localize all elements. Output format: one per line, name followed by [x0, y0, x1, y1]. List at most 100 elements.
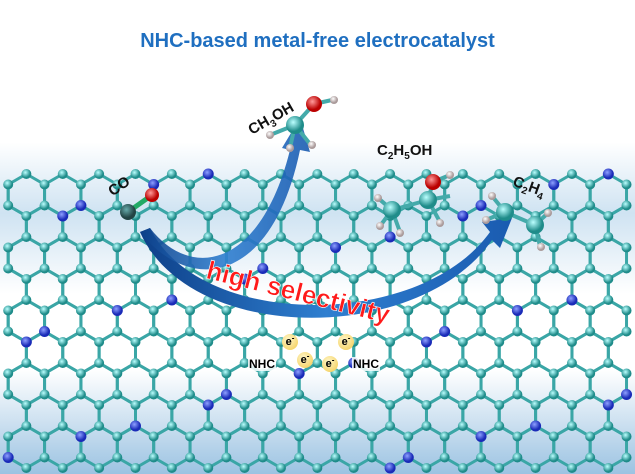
carbon-atom [239, 421, 250, 431]
carbon-atom [221, 431, 232, 442]
nitrogen-atom [602, 168, 614, 180]
carbon-atom [403, 389, 414, 400]
carbon-atom [439, 305, 450, 316]
carbon-atom [221, 368, 232, 379]
carbon-atom [548, 389, 559, 400]
ethanol-label: C2H5OH [377, 142, 433, 162]
carbon-atom [312, 232, 323, 242]
carbon-atom [185, 305, 196, 316]
carbon-atom [294, 326, 305, 337]
carbon-atom [3, 368, 14, 379]
carbon-atom [312, 211, 323, 221]
carbon-atom [3, 179, 14, 190]
carbon-atom [312, 400, 323, 410]
nitrogen-atom [457, 210, 469, 222]
carbon-atom [421, 400, 432, 410]
carbon-atom [275, 295, 286, 305]
carbon-atom [257, 389, 268, 400]
carbon-atom [330, 263, 341, 274]
nitrogen-atom [75, 431, 87, 442]
carbon-atom [585, 305, 596, 316]
carbon-atom [548, 368, 559, 379]
carbon-atom [566, 232, 577, 242]
carbon-atom [330, 200, 341, 211]
nitrogen-atom [2, 452, 14, 463]
carbon-atom [366, 368, 377, 379]
carbon-atom [330, 326, 341, 337]
carbon-atom [403, 305, 414, 316]
carbon-atom [148, 326, 159, 337]
carbon-atom [94, 463, 105, 473]
carbon-atom [94, 295, 105, 305]
carbon-atom [548, 305, 559, 316]
carbon-atom [312, 358, 323, 368]
carbon-atom [348, 274, 359, 284]
nitrogen-atom [20, 336, 32, 348]
carbon-atom [57, 295, 68, 305]
nitrogen-atom [384, 231, 396, 243]
carbon-atom [185, 326, 196, 337]
carbon-atom [494, 358, 505, 368]
carbon-atom [21, 421, 32, 431]
carbon-atom [385, 169, 396, 179]
carbon-atom [566, 358, 577, 368]
carbon-atom [21, 274, 32, 284]
nitrogen-atom [330, 242, 342, 253]
carbon-atom [94, 358, 105, 368]
carbon-atom [366, 326, 377, 337]
carbon-atom [403, 431, 414, 442]
carbon-atom [603, 337, 614, 347]
carbon-atom [457, 274, 468, 284]
carbon-atom [112, 326, 123, 337]
carbon-atom [75, 242, 86, 253]
nhc-label-right: NHC [352, 357, 380, 371]
carbon-atom [366, 242, 377, 253]
carbon-atom [421, 463, 432, 473]
carbon-atom [3, 200, 14, 211]
carbon-atom [603, 211, 614, 221]
carbon-atom [530, 274, 541, 284]
carbon-atom [75, 368, 86, 379]
carbon-atom [494, 274, 505, 284]
carbon-atom [21, 358, 32, 368]
carbon-atom [221, 326, 232, 337]
carbon-atom [239, 169, 250, 179]
carbon-atom [603, 463, 614, 473]
carbon-atom [275, 400, 286, 410]
electron-icon: e- [282, 334, 298, 350]
carbon-atom [439, 452, 450, 463]
carbon-atom [348, 232, 359, 242]
carbon-atom [348, 463, 359, 473]
carbon-atom [3, 389, 14, 400]
carbon-atom [239, 358, 250, 368]
carbon-atom [603, 274, 614, 284]
carbon-atom [548, 452, 559, 463]
nitrogen-atom [202, 168, 214, 180]
carbon-atom [39, 242, 50, 253]
nitrogen-atom [402, 452, 414, 463]
carbon-atom [21, 400, 32, 410]
carbon-atom [348, 169, 359, 179]
carbon-atom [275, 358, 286, 368]
carbon-atom [112, 389, 123, 400]
carbon-atom [476, 389, 487, 400]
carbon-atom [3, 263, 14, 274]
nitrogen-atom [475, 200, 487, 211]
carbon-atom [366, 179, 377, 190]
nitrogen-atom [39, 326, 51, 337]
carbon-atom [294, 200, 305, 211]
nitrogen-atom [111, 305, 123, 316]
carbon-atom [112, 242, 123, 253]
carbon-atom [203, 211, 214, 221]
carbon-atom [57, 337, 68, 347]
carbon-atom [330, 179, 341, 190]
carbon-atom [476, 179, 487, 190]
carbon-atom [221, 242, 232, 253]
carbon-atom [3, 305, 14, 316]
carbon-atom [57, 169, 68, 179]
carbon-atom [130, 232, 141, 242]
carbon-atom [621, 368, 632, 379]
carbon-atom [494, 400, 505, 410]
carbon-atom [257, 431, 268, 442]
carbon-atom [294, 389, 305, 400]
